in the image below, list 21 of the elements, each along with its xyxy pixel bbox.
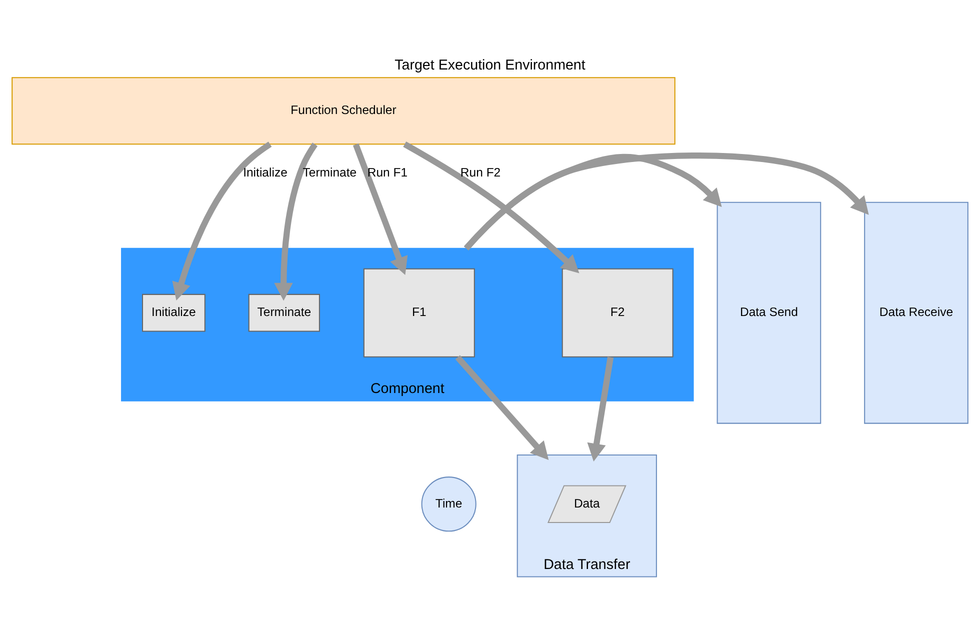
node-circle: Time — [421, 476, 476, 532]
arrow — [464, 152, 869, 250]
arrow — [403, 142, 580, 274]
arrow — [274, 142, 318, 301]
arrow — [587, 356, 614, 462]
node-box: F1 — [363, 268, 475, 358]
node-box: Data Send — [716, 202, 822, 424]
arrow — [464, 154, 722, 250]
edge-label: Run F1 — [367, 165, 408, 180]
node-box: Terminate — [248, 294, 320, 332]
node-box: Initialize — [142, 294, 206, 332]
node-box: Function Scheduler — [12, 77, 676, 145]
arrow — [455, 355, 549, 460]
node-box: F2 — [562, 268, 674, 358]
edge-label: Run F2 — [460, 165, 501, 180]
node-box: Data Receive — [864, 202, 968, 424]
arrow — [352, 143, 408, 275]
edge-label: Terminate — [302, 165, 357, 180]
arrow — [172, 142, 272, 300]
edge-label: Initialize — [243, 165, 288, 180]
diagram-title: Target Execution Environment — [394, 58, 586, 74]
